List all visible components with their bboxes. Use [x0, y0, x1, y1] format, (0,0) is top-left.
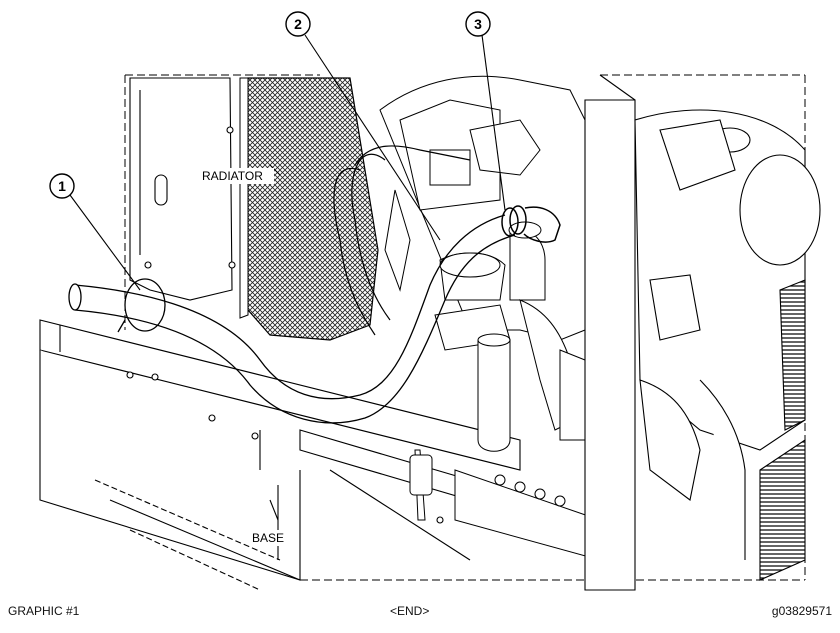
radiator-core — [239, 77, 379, 341]
engine-assembly — [379, 75, 601, 561]
callout-number-3: 3 — [474, 16, 482, 32]
callout-3: 3 — [465, 11, 491, 37]
callout-number-2: 2 — [294, 16, 302, 32]
base-label: BASE — [252, 531, 284, 545]
upper-radiator-hose — [333, 145, 471, 336]
graphic-caption: GRAPHIC #1 — [8, 604, 80, 618]
graphic-id: g03829571 — [771, 604, 832, 618]
callout-number-1: 1 — [58, 178, 66, 194]
base-frame — [39, 319, 521, 591]
engine-hose-illustration: 1 2 3 RADIATOR BASE — [39, 11, 821, 591]
leader-lines — [69, 34, 506, 521]
hose-clamp-engine — [501, 205, 561, 243]
radiator-label: RADIATOR — [202, 169, 263, 183]
generator-panel — [584, 74, 821, 591]
hose-clamp-radiator — [117, 278, 166, 333]
end-marker: <END> — [390, 604, 430, 618]
callout-1: 1 — [49, 173, 75, 199]
lower-radiator-hose — [68, 214, 516, 424]
radiator-shroud — [129, 77, 236, 301]
callout-2: 2 — [285, 11, 311, 37]
